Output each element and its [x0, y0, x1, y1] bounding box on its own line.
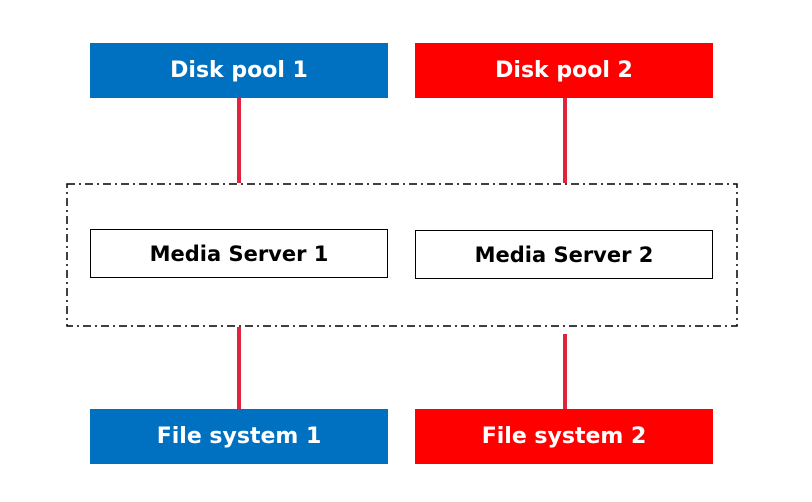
media-server-2-label: Media Server 2: [474, 242, 654, 267]
file-system-2-label: File system 2: [481, 424, 647, 449]
media-server-1-label: Media Server 1: [149, 241, 329, 266]
file-system-1: File system 1: [90, 409, 388, 464]
media-server-2: Media Server 2: [415, 230, 713, 279]
disk-pool-1-label: Disk pool 1: [170, 58, 308, 83]
media-server-group-frame: [66, 183, 738, 327]
disk-pool-2: Disk pool 2: [415, 43, 713, 98]
file-system-1-label: File system 1: [156, 424, 322, 449]
connector-pool1-server1: [237, 98, 241, 183]
disk-pool-2-label: Disk pool 2: [495, 58, 633, 83]
connector-server1-fs1: [237, 327, 241, 409]
connector-server2-fs2: [563, 334, 567, 409]
disk-pool-1: Disk pool 1: [90, 43, 388, 98]
media-server-1: Media Server 1: [90, 229, 388, 278]
connector-pool2-server2: [563, 98, 567, 183]
file-system-2: File system 2: [415, 409, 713, 464]
